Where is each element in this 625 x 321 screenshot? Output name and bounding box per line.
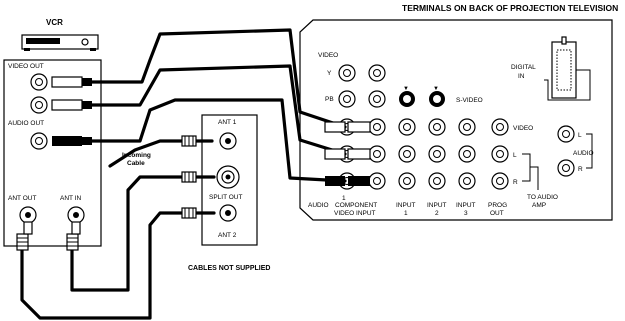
- incoming-cable-label-2: Cable: [127, 160, 145, 167]
- splitter-split-out-label: SPLIT OUT: [209, 194, 243, 201]
- tv-audio-jack-l: [557, 125, 575, 143]
- input1-label-2: 1: [404, 210, 408, 217]
- tv-jack-r3c6: [491, 172, 509, 190]
- vcr-title: VCR: [46, 18, 63, 27]
- vcr-video-out-label: VIDEO OUT: [8, 63, 44, 70]
- svg-text:▼: ▼: [403, 86, 409, 92]
- ant2-coax-cable: [20, 211, 216, 320]
- tv-l-row-label: L: [513, 152, 517, 159]
- tv-jack-r2c2: [368, 145, 386, 163]
- tv-audio-label: AUDIO: [573, 150, 594, 157]
- tv-jack-video-top-2: [368, 64, 386, 82]
- vcr-audio-l-jack: [30, 96, 48, 114]
- tv-jack-r1c3: [398, 118, 416, 136]
- tv-pb-label: PB: [325, 96, 334, 103]
- col-component-label-3: VIDEO INPUT: [334, 210, 376, 217]
- tv-video-row-label: VIDEO: [513, 125, 533, 132]
- vcr-ant-out-label: ANT OUT: [8, 195, 36, 202]
- tv-jack-r2c3: [398, 145, 416, 163]
- tv-audio-r-label: R: [578, 166, 583, 173]
- audio-r-cable: [90, 98, 347, 183]
- splitter-ant2-label: ANT 2: [218, 232, 237, 239]
- splitter-ant1-jack: [219, 132, 237, 150]
- tv-video-label: VIDEO: [318, 52, 338, 59]
- tv-audio-bracket: [586, 133, 593, 169]
- cables-not-supplied-note: CABLES NOT SUPPLIED: [188, 265, 270, 272]
- tv-audio-jack-r: [557, 159, 575, 177]
- vcr-video-out-jack: [30, 73, 48, 91]
- input2-label-1: INPUT: [427, 202, 447, 209]
- vcr-audio-r-jack: [30, 132, 48, 150]
- incoming-cable-label-1: Incoming: [122, 152, 151, 159]
- tv-jack-r1c5: [458, 118, 476, 136]
- digital-in-connector: [544, 36, 591, 101]
- tv-y-label: Y: [327, 70, 332, 77]
- tv-jack-r1c2: [368, 118, 386, 136]
- coax-connector-split-out: [181, 171, 197, 183]
- tv-terminals-title: TERMINALS ON BACK OF PROJECTION TELEVISI…: [402, 3, 618, 13]
- tv-jack-r2c5: [458, 145, 476, 163]
- tv-jack-pb-2: [368, 90, 386, 108]
- vcr-icon: [21, 34, 99, 51]
- digital-in-label-2: IN: [518, 73, 525, 80]
- to-audio-bracket: [522, 153, 539, 190]
- vcr-unit: VCR VIDEO OUT L AUDIO OUT R ANT OUT ANT …: [3, 18, 102, 247]
- split-out-coax-cable: [70, 175, 216, 292]
- svideo-label: S-VIDEO: [456, 97, 483, 104]
- tv-jack-pb-1: [338, 90, 356, 108]
- coax-connector-vcr-ant-out: [16, 221, 33, 251]
- splitter-split-out-jack: [216, 165, 240, 189]
- to-audio-label-1: TO AUDIO: [527, 194, 558, 201]
- audio-l-cable: [90, 64, 347, 156]
- tv-rca-plugs: [324, 121, 371, 186]
- prog-label-1: PROG: [488, 202, 507, 209]
- svideo-jack-1: ▼: [399, 86, 415, 107]
- antenna-splitter: ANT 1 SPLIT OUT ANT 2 Incoming Cable: [122, 114, 258, 246]
- tv-jack-r3c5: [458, 172, 476, 190]
- vcr-rca-plugs: [51, 76, 92, 146]
- col-audio-label: AUDIO: [308, 202, 329, 209]
- vcr-audio-out-label: AUDIO OUT: [8, 120, 44, 127]
- input3-label-1: INPUT: [456, 202, 476, 209]
- tv-jack-r3c3: [398, 172, 416, 190]
- tv-back-panel: TERMINALS ON BACK OF PROJECTION TELEVISI…: [299, 3, 618, 221]
- tv-jack-r2c4: [428, 145, 446, 163]
- vcr-ant-in-jack: [67, 206, 85, 224]
- input3-label-2: 3: [464, 210, 468, 217]
- vcr-ant-in-label: ANT IN: [60, 195, 81, 202]
- col-component-label-2: COMPONENT: [335, 202, 377, 209]
- to-audio-label-2: AMP: [532, 202, 546, 209]
- vcr-ant-out-jack: [19, 206, 37, 224]
- tv-jack-r2c6: [491, 145, 509, 163]
- cables: [16, 28, 371, 320]
- tv-audio-l-label: L: [578, 132, 582, 139]
- tv-jack-r1c6: [491, 118, 509, 136]
- svideo-jack-2: ▼: [429, 86, 445, 107]
- vcr-panel: [3, 59, 102, 247]
- tv-jack-video-top: [338, 64, 356, 82]
- input1-label-1: INPUT: [396, 202, 416, 209]
- video-cable: [90, 28, 347, 129]
- tv-jack-grid: [338, 118, 509, 190]
- input2-label-2: 2: [435, 210, 439, 217]
- digital-in-label-1: DIGITAL: [511, 64, 536, 71]
- coax-connector-ant2: [181, 207, 197, 219]
- tv-jack-r3c4: [428, 172, 446, 190]
- coax-connector-ant1: [181, 135, 197, 147]
- splitter-ant1-label: ANT 1: [218, 119, 237, 126]
- tv-r-row-label: R: [513, 179, 518, 186]
- col-component-label-1: 1: [342, 195, 346, 202]
- splitter-ant2-jack: [219, 204, 237, 222]
- tv-jack-r1c4: [428, 118, 446, 136]
- tv-jack-r3c2: [368, 172, 386, 190]
- prog-label-2: OUT: [490, 210, 504, 217]
- svg-text:▼: ▼: [433, 86, 439, 92]
- coax-connector-vcr-ant-in: [66, 221, 81, 251]
